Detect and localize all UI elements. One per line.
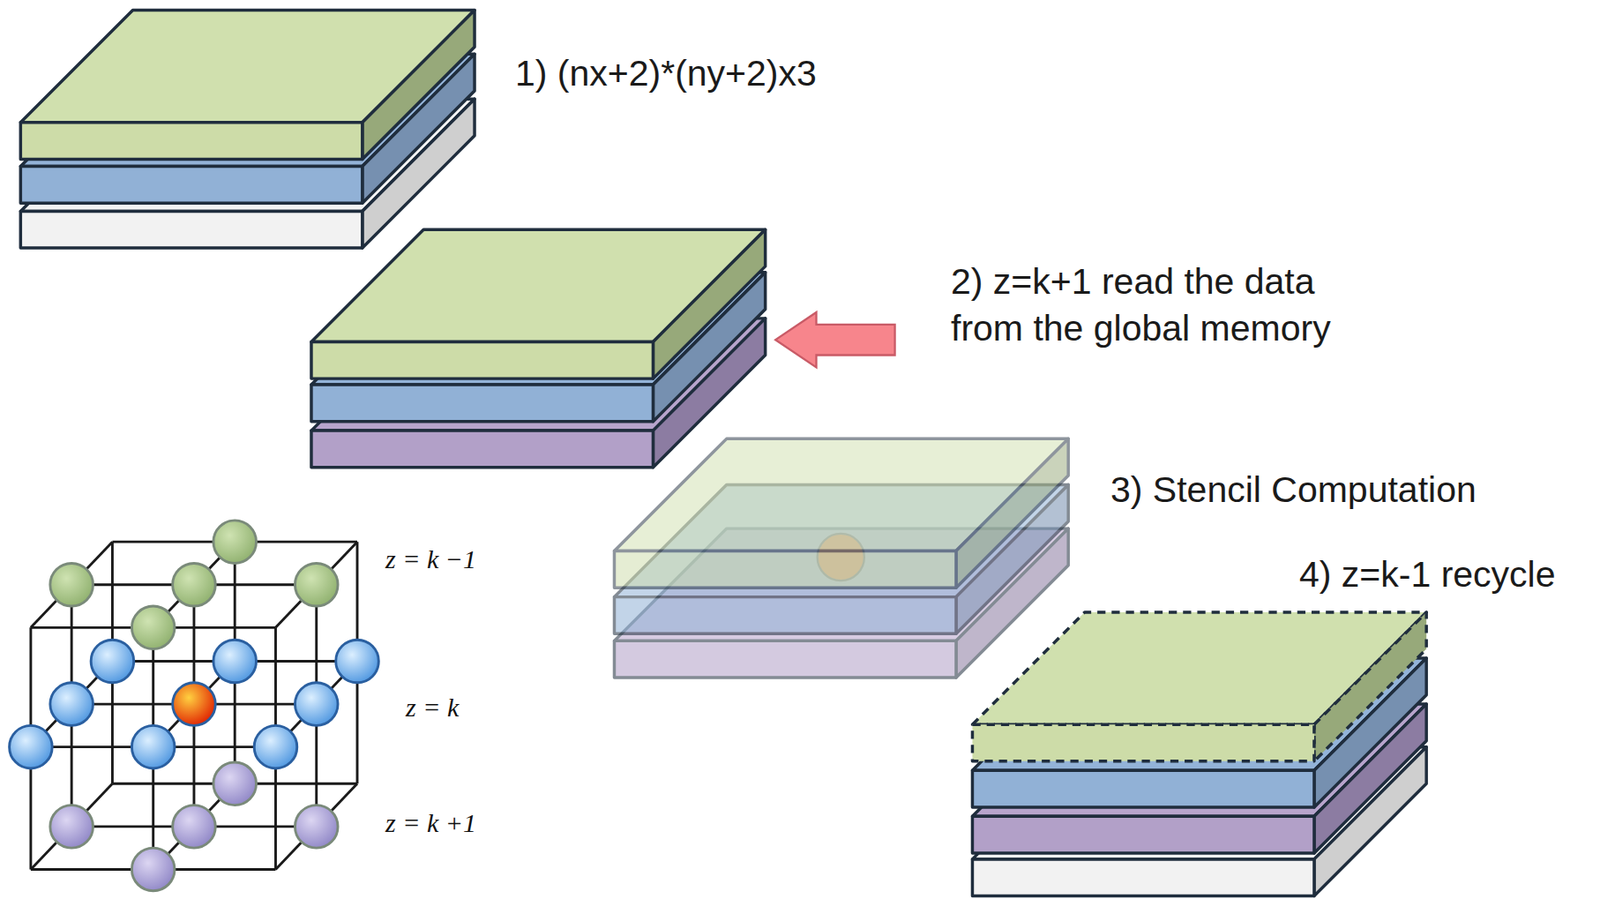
step-label: 2) z=k+1 read the data from the global m… bbox=[950, 258, 1390, 353]
layer-label: z = k −1 bbox=[385, 541, 477, 576]
slab-front bbox=[20, 122, 362, 160]
memory-slab bbox=[613, 438, 1069, 588]
step-label: 4) z=k-1 recycle bbox=[1299, 551, 1556, 599]
slab-side bbox=[956, 438, 1069, 588]
lattice-node bbox=[50, 682, 94, 726]
slab-front bbox=[613, 551, 956, 589]
slab-front bbox=[971, 815, 1314, 853]
lattice-node bbox=[131, 605, 175, 650]
memory-slab bbox=[971, 612, 1427, 762]
layer-label: z = k +1 bbox=[385, 805, 477, 840]
slab-front bbox=[20, 210, 362, 248]
layer-label: z = k bbox=[405, 689, 459, 725]
step-label: 1) (nx+2)*(ny+2)x3 bbox=[515, 50, 817, 98]
lattice-node bbox=[131, 847, 175, 891]
slab-front bbox=[311, 341, 653, 379]
slab-side bbox=[1314, 612, 1427, 762]
slab-front bbox=[20, 166, 362, 204]
lattice-node bbox=[294, 805, 338, 849]
read-arrow bbox=[775, 312, 895, 367]
memory-slab bbox=[20, 10, 475, 160]
slab-side bbox=[652, 229, 765, 379]
lattice-lines bbox=[30, 541, 358, 869]
lattice-node bbox=[172, 562, 217, 606]
lattice-node bbox=[50, 805, 94, 849]
memory-slab bbox=[311, 229, 766, 379]
lattice-node bbox=[213, 639, 257, 683]
slab-front bbox=[971, 724, 1314, 762]
slab-front bbox=[971, 859, 1314, 897]
lattice-node bbox=[172, 805, 217, 849]
slab-front bbox=[613, 640, 956, 678]
slab-front bbox=[311, 384, 653, 422]
lattice-node bbox=[9, 725, 53, 769]
lattice-node bbox=[213, 520, 257, 564]
slab-front bbox=[311, 430, 653, 468]
lattice-node bbox=[294, 562, 338, 606]
lattice-node bbox=[294, 682, 338, 726]
lattice-node bbox=[50, 562, 94, 606]
slab-side bbox=[362, 10, 475, 160]
lattice-node bbox=[172, 682, 217, 726]
lattice-node bbox=[90, 639, 135, 683]
slab-front bbox=[613, 597, 956, 635]
lattice-node bbox=[336, 639, 380, 683]
lattice-node bbox=[213, 762, 257, 806]
lattice-node bbox=[254, 725, 298, 769]
step-label: 3) Stencil Computation bbox=[1110, 466, 1477, 514]
lattice-node bbox=[131, 725, 175, 769]
slab-front bbox=[971, 770, 1314, 808]
